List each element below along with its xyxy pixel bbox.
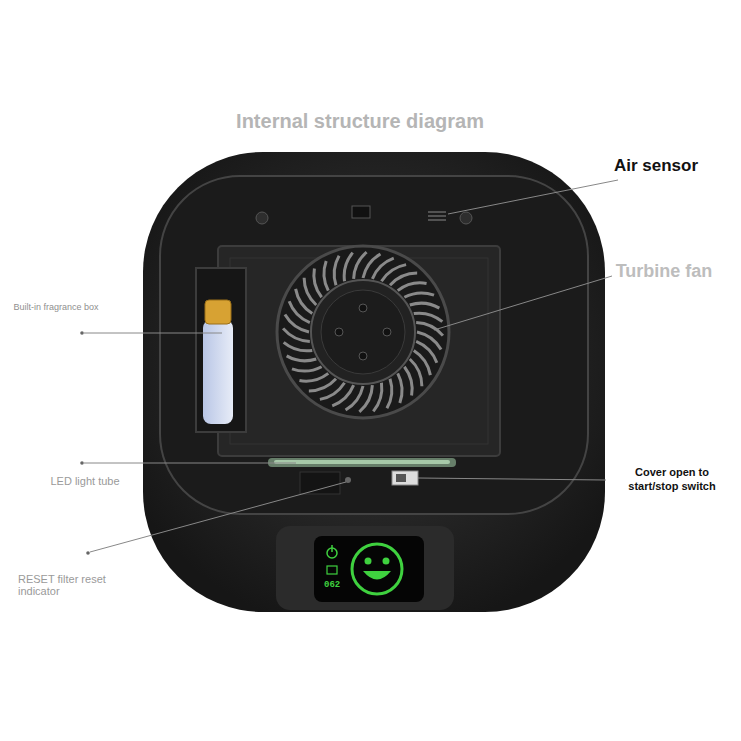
fan-blade — [285, 315, 309, 332]
fan-blade — [416, 323, 443, 336]
fan-blade — [417, 332, 441, 349]
smiley — [352, 544, 402, 594]
fan-blade — [372, 258, 393, 279]
part-label: Cover open to start/stop switch — [610, 466, 734, 494]
display-reading: 062 — [324, 581, 358, 590]
fan-plate — [218, 246, 500, 456]
fan-blade — [314, 268, 322, 297]
switch — [392, 471, 418, 485]
fan-blade — [381, 265, 406, 282]
fan-blade — [334, 256, 339, 286]
fan-blade — [404, 293, 434, 297]
fan-blade — [387, 379, 392, 409]
diagram-title: Internal structure diagram — [0, 110, 720, 133]
display-frame — [276, 526, 454, 610]
part-label: Built-in fragrance box — [6, 302, 106, 313]
fan-blade — [292, 367, 322, 371]
fan-blade — [296, 289, 313, 314]
fan-blade — [410, 303, 440, 308]
fan-blade — [324, 261, 328, 291]
fragrance-cap — [205, 300, 231, 324]
fan-blade — [289, 301, 310, 322]
fan-blade — [344, 253, 353, 282]
part-label: RESET filter reset indicator — [18, 573, 136, 597]
fan-blade — [398, 283, 427, 291]
fan-blade — [287, 356, 317, 361]
fan-blade — [363, 254, 380, 278]
fan-blade — [414, 313, 443, 322]
fan-blade — [416, 341, 437, 362]
housing — [143, 152, 605, 612]
fragrance-box — [196, 268, 246, 432]
fragrance-tube — [203, 320, 233, 424]
part-label: LED light tube — [30, 475, 140, 488]
fan-blade — [373, 383, 382, 412]
sensor-grille — [428, 212, 446, 220]
fan-blade — [346, 386, 363, 410]
turbine-fan — [277, 246, 449, 418]
fan-blade — [332, 385, 353, 406]
led-tube — [268, 458, 456, 467]
fan-blade — [320, 383, 345, 400]
part-label: Turbine fan — [612, 262, 716, 280]
fan-blade — [299, 373, 328, 381]
display — [314, 536, 424, 602]
part-label: Air sensor — [612, 157, 700, 175]
leader-lines — [84, 180, 618, 552]
fan-blade — [404, 367, 412, 396]
fan-blade — [414, 350, 431, 375]
fan-blade — [284, 342, 313, 351]
fan-blade — [398, 373, 402, 403]
